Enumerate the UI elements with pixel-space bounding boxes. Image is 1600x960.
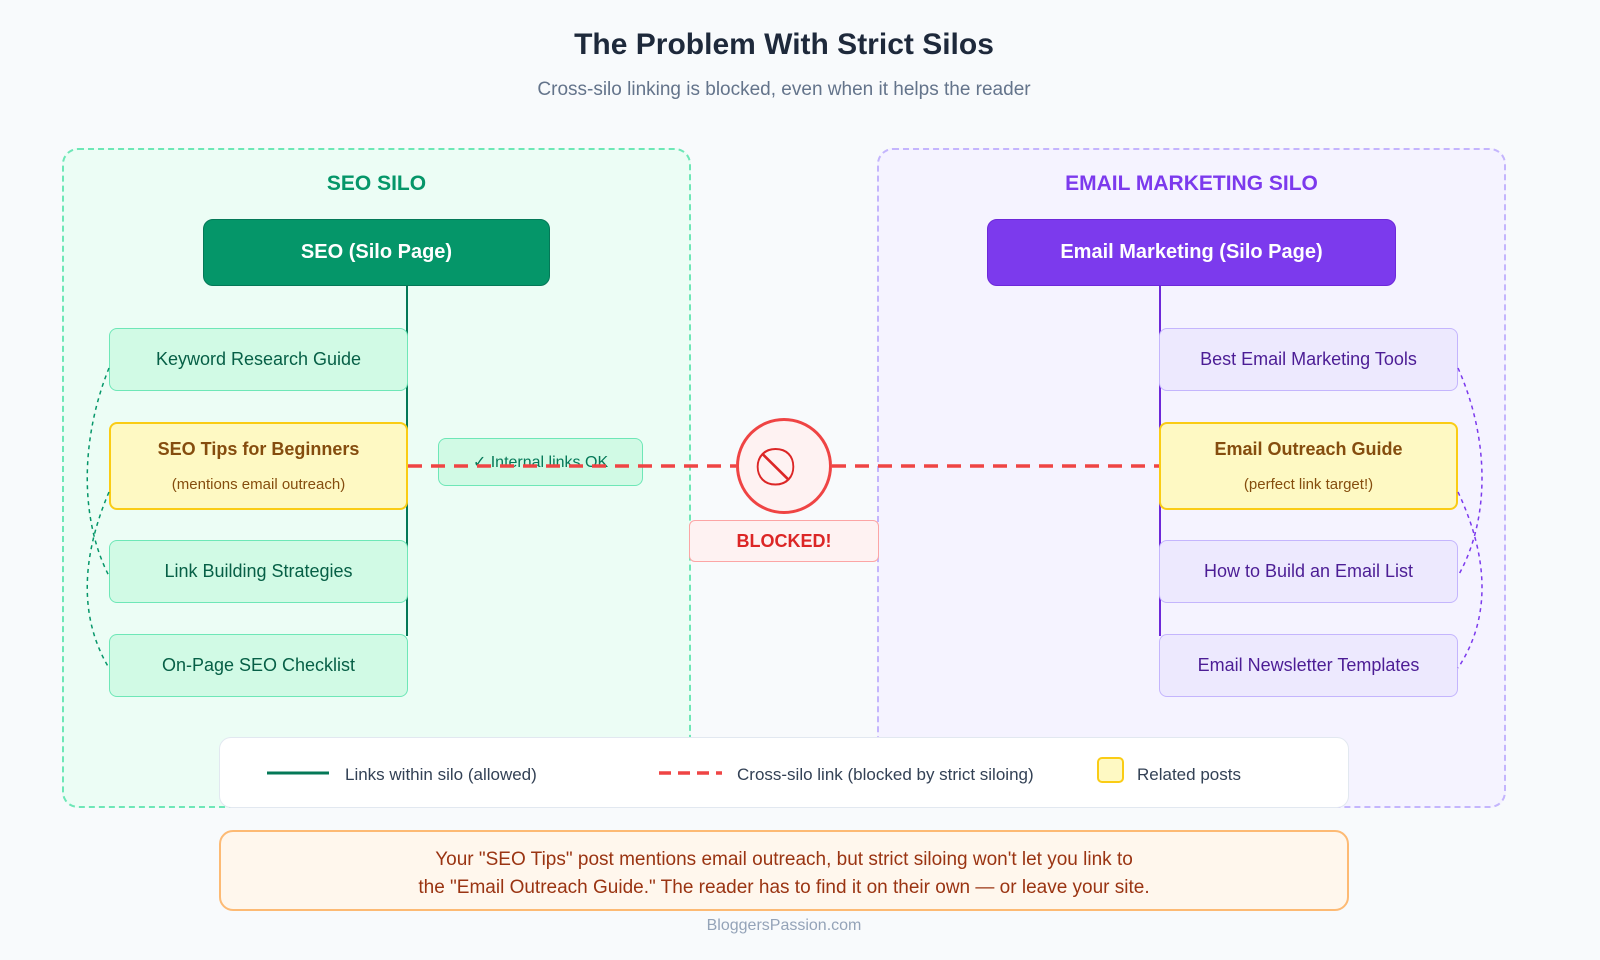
seo-post-on-page-checklist: On-Page SEO Checklist (109, 634, 408, 697)
email-post-outreach-guide-note: (perfect link target!) (1243, 476, 1374, 493)
email-curve-1 (1457, 367, 1483, 577)
explanation-note: Your "SEO Tips" post mentions email outr… (219, 830, 1349, 911)
seo-post-link-building: Link Building Strategies (109, 540, 408, 603)
email-post-outreach-guide: Email Outreach Guide (perfect link targe… (1159, 422, 1458, 510)
email-curve-2 (1457, 491, 1483, 669)
seo-curve-1 (86, 367, 110, 577)
page-title: The Problem With Strict Silos (574, 28, 994, 61)
email-post-newsletter-templates: Email Newsletter Templates (1159, 634, 1458, 697)
site-credit: BloggersPassion.com (706, 917, 862, 934)
legend (219, 737, 1349, 808)
seo-post-seo-tips-note: (mentions email outreach) (171, 476, 346, 493)
email-post-best-tools: Best Email Marketing Tools (1159, 328, 1458, 391)
seo-post-seo-tips: SEO Tips for Beginners (mentions email o… (109, 422, 408, 510)
page-subtitle: Cross-silo linking is blocked, even when… (537, 79, 1031, 100)
blocked-label: BLOCKED! (689, 520, 879, 562)
legend-related-label: Related posts (1137, 765, 1241, 784)
seo-silo-page-node: SEO (Silo Page) (203, 219, 550, 286)
email-silo-page-node: Email Marketing (Silo Page) (987, 219, 1396, 286)
no-entry-icon: ⃠ (736, 418, 832, 514)
email-post-build-list: How to Build an Email List (1159, 540, 1458, 603)
legend-cross-label: Cross-silo link (blocked by strict siloi… (737, 765, 1034, 784)
seo-post-keyword-research: Keyword Research Guide (109, 328, 408, 391)
note-line-2: the "Email Outreach Guide." The reader h… (418, 877, 1150, 898)
internal-links-ok-label: ✓ Internal links OK (438, 438, 643, 486)
seo-post-seo-tips-title: SEO Tips for Beginners (157, 439, 360, 459)
seo-silo-title: SEO SILO (326, 172, 427, 195)
legend-within-label: Links within silo (allowed) (345, 765, 537, 784)
email-post-outreach-guide-title: Email Outreach Guide (1214, 439, 1403, 459)
seo-curve-2 (86, 491, 110, 669)
note-line-1: Your "SEO Tips" post mentions email outr… (435, 849, 1133, 870)
email-silo-title: EMAIL MARKETING SILO (1065, 172, 1318, 195)
